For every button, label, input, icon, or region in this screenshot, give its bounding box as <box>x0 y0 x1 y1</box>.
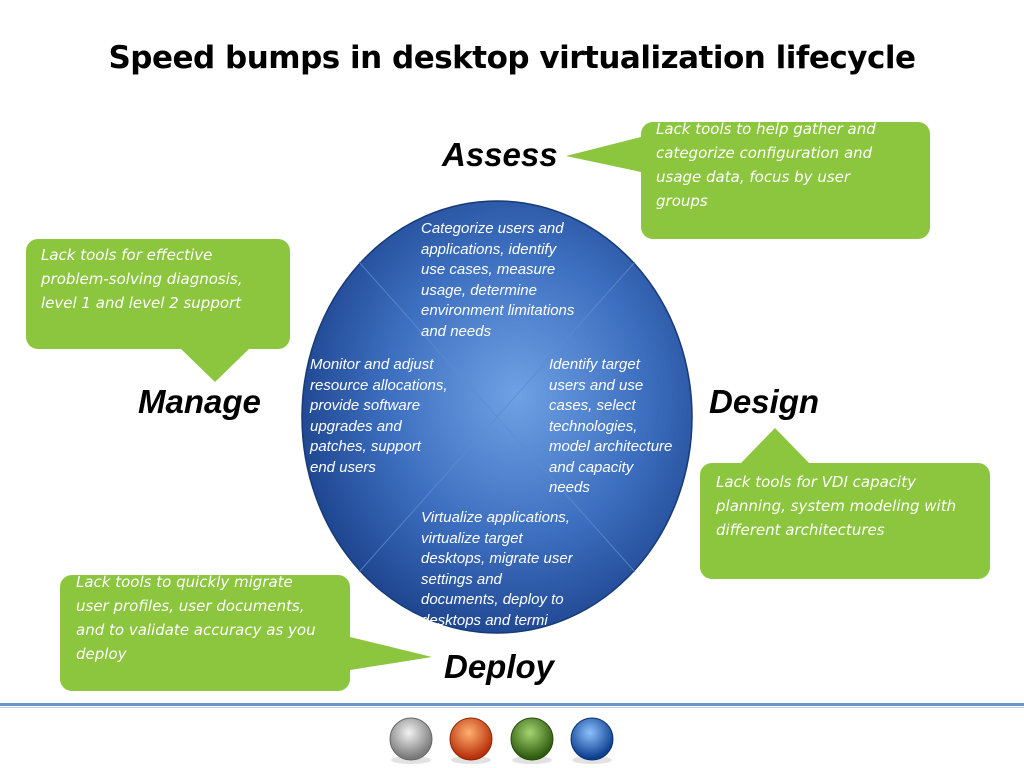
callout-line: user profiles, user documents, <box>76 597 305 615</box>
slide-title: Speed bumps in desktop virtualization li… <box>108 40 916 76</box>
quadrant-text-assess: Categorize users and applications, ident… <box>421 219 574 342</box>
nav-button-gray[interactable] <box>389 717 433 764</box>
phase-label-assess: Assess <box>442 136 558 173</box>
quadrant-text-deploy: Virtualize applications, virtualize targ… <box>421 508 573 628</box>
nav-button-blue[interactable] <box>570 717 614 764</box>
callout-line: groups <box>656 192 708 210</box>
quad-line: Categorize users and <box>421 220 564 237</box>
quadrant-text-design: Identify target users and use cases, sel… <box>549 355 672 499</box>
callout-line: and to validate accuracy as you <box>76 621 316 639</box>
quad-line: model architecture <box>549 438 673 455</box>
quad-line: resource allocations, <box>310 376 448 394</box>
quad-line: desktops, migrate user <box>421 550 573 567</box>
footer-divider <box>0 703 1024 706</box>
quad-line: end users <box>310 458 376 476</box>
quad-line: environment limitations <box>421 302 575 319</box>
nav-button-green[interactable] <box>510 717 554 764</box>
quad-line: Identify target <box>549 356 640 373</box>
quadrant-divider-2 <box>358 261 636 573</box>
quad-line: Virtualize applications, <box>421 509 570 526</box>
phase-label-design: Design <box>709 383 820 420</box>
callout-line: deploy <box>76 645 127 663</box>
quad-line: usage, determine <box>421 281 537 299</box>
callout-deploy: Lack tools to quickly migrate user profi… <box>60 573 350 691</box>
callout-line: different architectures <box>716 521 885 539</box>
quad-line: documents, deploy to <box>421 591 564 608</box>
quad-line: settings and <box>421 570 502 588</box>
quad-line: Monitor and adjust <box>310 356 434 373</box>
manage-callout-pointer <box>180 348 250 382</box>
quad-line: upgrades and <box>310 417 402 435</box>
phase-label-deploy: Deploy <box>444 648 555 685</box>
callout-line: Lack tools to quickly migrate <box>76 573 293 591</box>
quad-line: provide software <box>310 397 421 414</box>
callout-line: level 1 and level 2 support <box>41 294 242 312</box>
callout-line: categorize configuration and <box>656 144 873 162</box>
callout-line: planning, system modeling with <box>716 497 957 515</box>
callout-line: Lack tools for effective <box>41 246 213 264</box>
callout-assess: Lack tools to help gather and categorize… <box>641 120 930 239</box>
quad-line: needs <box>549 479 590 496</box>
quad-line: technologies, <box>549 417 638 435</box>
quad-line: cases, select <box>549 397 636 414</box>
footer-divider-highlight <box>0 707 1024 708</box>
callout-line: Lack tools to help gather and <box>656 120 876 138</box>
quad-line: and capacity <box>549 458 634 476</box>
phase-label-manage: Manage <box>138 383 261 420</box>
deploy-callout-pointer <box>350 637 432 670</box>
quad-line: use cases, measure <box>421 261 556 278</box>
quad-line: virtualize target <box>421 529 523 547</box>
callout-line: usage data, focus by user <box>656 168 851 186</box>
quad-line: patches, support <box>310 438 421 455</box>
callout-manage: Lack tools for effective problem-solving… <box>26 239 290 349</box>
callout-line: Lack tools for VDI capacity <box>716 473 916 491</box>
quad-line: and needs <box>421 322 492 340</box>
quadrant-text-manage: Monitor and adjust resource allocations,… <box>310 355 448 478</box>
quad-line: users and use <box>549 376 644 394</box>
callout-line: problem-solving diagnosis, <box>41 270 243 288</box>
quad-line: applications, identify <box>421 240 557 258</box>
design-callout-pointer <box>740 428 810 464</box>
nav-button-orange[interactable] <box>449 717 493 764</box>
assess-callout-pointer <box>566 137 641 172</box>
quad-line: desktops and termi <box>421 611 548 629</box>
callout-design: Lack tools for VDI capacity planning, sy… <box>700 463 990 579</box>
